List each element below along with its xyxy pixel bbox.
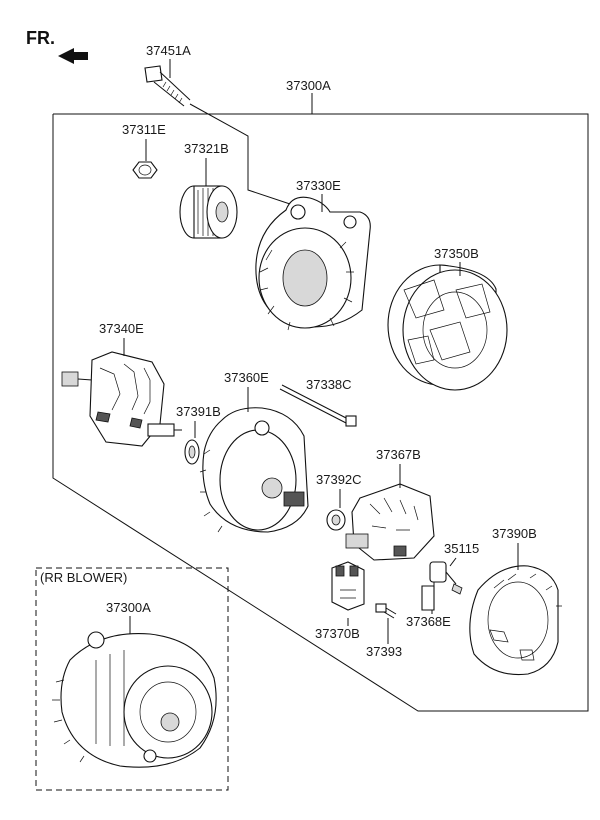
- rotor-part: [61, 351, 182, 447]
- part-label: 37330E: [296, 178, 341, 193]
- front-bracket-part: [255, 196, 371, 331]
- rear-cover-part: [469, 565, 562, 676]
- screw-part: [375, 603, 397, 619]
- part-label: 37393: [366, 644, 402, 659]
- forward-arrow-icon: [58, 48, 88, 64]
- inset-title: (RR BLOWER): [40, 570, 127, 585]
- rectifier-part: [345, 483, 435, 561]
- part-label: 37311E: [122, 122, 166, 137]
- part-label: 37321B: [184, 141, 229, 156]
- rr-blower-inset: [35, 567, 229, 791]
- washer-part: [326, 509, 346, 531]
- part-label: 37340E: [99, 321, 144, 336]
- part-label: 37391B: [176, 404, 221, 419]
- pulley-part: [179, 185, 238, 239]
- regulator-part: [331, 561, 365, 611]
- nut-part: [132, 161, 158, 179]
- part-label: 37392C: [316, 472, 362, 487]
- part-label: 37370B: [315, 626, 360, 641]
- rear-bracket-part: [199, 407, 309, 533]
- part-label: 37350B: [434, 246, 479, 261]
- front-direction-label: FR.: [26, 28, 55, 48]
- inset-part-label: 37300A: [106, 600, 151, 615]
- part-label: 35115: [444, 541, 479, 556]
- part-label: 37390B: [492, 526, 537, 541]
- stud-bolt-part: [279, 384, 357, 427]
- brush-holder-part: [421, 585, 435, 611]
- part-label: 37338C: [306, 377, 352, 392]
- assembly-outline: [52, 93, 589, 712]
- assembled-alternator-part: [52, 631, 217, 768]
- sensor-part: [429, 561, 463, 600]
- part-label: 37368E: [406, 614, 451, 629]
- bearing-part: [184, 439, 200, 465]
- stator-part: [387, 264, 508, 391]
- through-bolt-part: [144, 65, 297, 207]
- part-label: 37367B: [376, 447, 421, 462]
- part-label: 37360E: [224, 370, 269, 385]
- assembly-label: 37300A: [286, 78, 331, 93]
- part-label: 37451A: [146, 43, 191, 58]
